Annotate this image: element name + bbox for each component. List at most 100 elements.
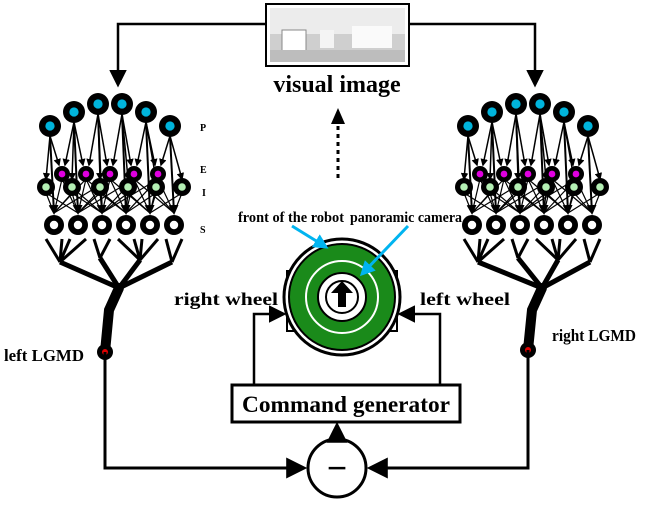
s-cell: [164, 215, 184, 235]
p-to-s-arrow: [120, 113, 131, 215]
i-cell: [173, 178, 191, 196]
i-cell: [481, 178, 499, 196]
p-to-i-arrow: [514, 113, 522, 181]
p-to-e-arrow: [528, 113, 541, 167]
p-cell: [457, 115, 479, 137]
dendrite-branch: [477, 259, 543, 291]
p-to-e-arrow: [49, 135, 61, 167]
lateral-link: [517, 192, 545, 214]
p-to-e-arrow: [491, 121, 504, 167]
lateral-link: [489, 192, 497, 214]
dendrite-twig: [59, 237, 87, 264]
layer-label-p: P: [200, 123, 206, 134]
dendrite-twig: [44, 238, 62, 263]
dendrite-twig: [116, 237, 142, 262]
lateral-link: [471, 192, 491, 214]
cmd-to-right-wheel-line: [252, 305, 287, 385]
p-cell: [577, 115, 599, 137]
s-cell: [116, 215, 136, 235]
e-cell: [150, 166, 166, 182]
i-cell: [455, 178, 473, 196]
p-to-i-arrow: [68, 121, 76, 181]
i-cell: [37, 178, 55, 196]
s-cell: [486, 215, 506, 235]
front-pointer-arrow: [291, 224, 329, 249]
image-to-right-network-line: [409, 22, 544, 88]
right-lgmd-output-line: [366, 350, 530, 479]
dendrite-twig: [534, 237, 560, 262]
i-cell: [119, 178, 137, 196]
p-to-s-arrow: [490, 121, 501, 215]
p-to-e-arrow: [62, 121, 75, 167]
lateral-link: [567, 192, 575, 214]
p-to-i-arrow: [539, 113, 550, 181]
lateral-link: [127, 192, 151, 214]
lateral-link: [149, 192, 183, 214]
i-cell: [565, 178, 583, 196]
lateral-link: [543, 192, 575, 214]
lateral-link: [463, 192, 497, 214]
dendrite-twig: [476, 238, 490, 263]
dendrite-twig: [170, 238, 184, 263]
s-cell: [558, 215, 578, 235]
dendrite-trunk: [523, 283, 547, 355]
e-cell: [568, 166, 584, 182]
p-to-e-arrow: [577, 135, 589, 167]
p-to-e-arrow: [515, 113, 528, 167]
dendrite-branch: [516, 256, 544, 290]
dendrite-twig: [477, 237, 505, 264]
lateral-link: [45, 192, 79, 214]
right-lgmd-label: right LGMD: [552, 326, 636, 345]
dendrite-twig: [588, 238, 602, 263]
p-cell: [87, 93, 109, 115]
p-to-s-arrow: [72, 121, 83, 215]
lateral-link: [543, 192, 547, 214]
e-cell: [102, 166, 118, 182]
p-to-i-arrow: [587, 135, 602, 181]
camera-pointer-arrow: [359, 224, 410, 277]
right-lgmd-network: [455, 93, 609, 358]
p-cell: [481, 101, 503, 123]
dendrite-twig: [556, 238, 562, 261]
dendrite-twig: [92, 238, 102, 259]
dendrite-trunk: [100, 283, 124, 357]
p-to-i-arrow: [96, 113, 104, 181]
s-cell: [44, 215, 64, 235]
p-cell: [111, 93, 133, 115]
p-to-s-arrow: [48, 135, 59, 215]
p-cell: [529, 93, 551, 115]
i-cell: [537, 178, 555, 196]
lateral-link: [53, 178, 63, 214]
p-to-i-arrow: [169, 135, 184, 181]
lateral-link: [53, 192, 73, 214]
e-cell: [496, 166, 512, 182]
visual-image-label: visual image: [273, 72, 401, 98]
lateral-link: [125, 192, 157, 214]
dendrite-branch: [117, 259, 174, 291]
p-to-s-arrow: [466, 135, 477, 215]
p-to-e-arrow: [159, 135, 171, 167]
dendrite-twig: [138, 238, 144, 261]
image-to-left-network-line: [109, 22, 266, 88]
p-to-i-arrow: [121, 113, 132, 181]
lateral-link: [463, 192, 473, 214]
layer-label-i: I: [202, 188, 206, 199]
s-cell: [534, 215, 554, 235]
p-cell: [39, 115, 61, 137]
i-cell: [591, 178, 609, 196]
p-cell: [553, 101, 575, 123]
command-generator-label: Command generator: [242, 392, 450, 417]
i-cell: [91, 178, 109, 196]
cmd-to-left-wheel-line: [397, 305, 442, 385]
lateral-link: [567, 192, 601, 214]
s-cell: [582, 215, 602, 235]
e-cell: [54, 166, 70, 182]
lateral-link: [517, 192, 521, 214]
lateral-link: [99, 192, 127, 214]
dendrite-twig: [164, 238, 174, 263]
lateral-link: [545, 192, 569, 214]
left-lgmd-label: left LGMD: [4, 346, 84, 365]
p-to-s-arrow: [538, 113, 549, 215]
e-cell: [472, 166, 488, 182]
